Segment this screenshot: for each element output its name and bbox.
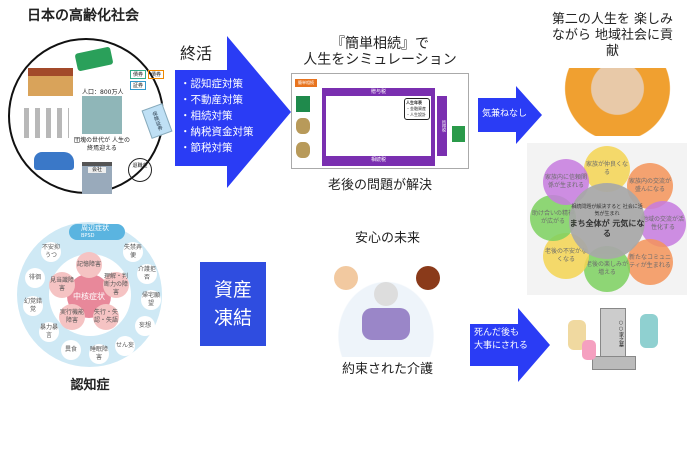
asset-freeze-box: 資産凍結: [200, 262, 266, 346]
shukatsu-item: ・相続対策: [180, 110, 233, 122]
inheritance-tax-label: 相続税: [370, 157, 386, 163]
bpsd-item: 妄想: [135, 316, 155, 336]
second-life-title: 第二の人生を 楽しみながら 地域社会に貢献: [551, 12, 674, 59]
dementia-title: 認知症: [70, 378, 110, 393]
bpsd-item: 徘徊: [25, 268, 45, 288]
bpsd-item: 幻覚錯覚: [23, 296, 43, 316]
elderly-group-illustration: [545, 68, 690, 136]
aging-society-circle: 債券 債券 証券 人口：800万人 団塊の世代が 人生の終焉迎える 会社 退職金: [8, 38, 165, 194]
company-label: 会社: [88, 167, 106, 173]
bpsd-item: せん妄: [115, 336, 135, 356]
tax-frame: 贈与税 人生年表・金融資産・人生設計 相続税: [322, 88, 435, 166]
bond-label: 債券: [130, 70, 147, 79]
shukatsu-item: ・不動産対策: [180, 94, 243, 106]
shukatsu-title: 終活: [180, 40, 224, 68]
arrow-kigane-label: 気兼ねなし: [482, 109, 528, 119]
insurance-label: 保険証券: [150, 110, 164, 132]
core-item: 実行機能障害: [59, 304, 85, 330]
core-item: 記憶障害: [76, 252, 102, 278]
population-caption: 団塊の世代が 人生の終焉迎える: [74, 137, 130, 152]
caregiving-illustration: [312, 252, 460, 357]
excel-icon: [296, 96, 310, 112]
company-building-illustration: 会社: [82, 162, 112, 194]
bpsd-item: 帰宅願望: [141, 290, 161, 310]
petal: 地域の交流が活性化する: [640, 201, 686, 247]
core-item: 失行・失認・失語: [93, 304, 119, 330]
bpsd-item: 介護拒否: [137, 264, 157, 284]
core-item: 見当識障害: [49, 272, 75, 298]
securities-label: 証券: [130, 81, 147, 90]
future-caption: 約束された介護: [341, 362, 433, 377]
arrow-after-death-label: 死んだ後も大事にされる: [474, 328, 528, 351]
arrow-after-death: [470, 308, 550, 382]
retirement-money-illustration: 退職金: [128, 158, 152, 182]
population-label: 人口：800万人: [82, 89, 124, 96]
sim-title-2: 人生をシミュレーション: [303, 52, 457, 68]
gift-tax-label: 贈与税: [370, 89, 386, 95]
bpsd-item: 暴力暴言: [39, 322, 59, 342]
watches-bags-illustration: [24, 108, 69, 138]
community-flower-diagram: 家族が仲良くなる 家族内の交流が盛んになる 地域の交流が活性化する 新たなコミュ…: [527, 143, 687, 295]
future-title: 安心の未来: [354, 231, 420, 246]
xls-file-icon: [452, 126, 465, 142]
car-illustration: [34, 152, 74, 170]
sim-title-1: 『簡単相続』で: [331, 36, 429, 52]
sim-logo: 簡単相続: [295, 79, 317, 87]
flower-center: 相続問題が解決すると 社会に活気が生まれ まち全体が 元気になる: [569, 183, 645, 259]
shukatsu-list: ・認知症対策 ・不動産対策 ・相続対策 ・納税資金対策 ・節税対策: [180, 76, 254, 156]
shukatsu-item: ・認知症対策: [180, 78, 243, 90]
database-icon: [296, 118, 310, 134]
core-item: 理解・判断力の障害: [103, 272, 129, 298]
society-title: 日本の高齢化社会: [27, 8, 139, 24]
shukatsu-item: ・節税対策: [180, 142, 233, 154]
bond-labels: 債券 債券 証券: [130, 70, 170, 90]
grave-visit-illustration: ○○家之墓: [552, 300, 692, 375]
bpsd-item: 睡眠障害: [89, 344, 109, 364]
grave-stone: ○○家之墓: [600, 308, 626, 358]
bpsd-item: 不安抑うつ: [41, 242, 61, 262]
bond-label: 債券: [148, 70, 165, 79]
life-plan-box: 人生年表・金融資産・人生設計: [404, 98, 430, 120]
shukatsu-item: ・納税資金対策: [180, 126, 254, 138]
income-tax-label: 所得税: [437, 96, 447, 156]
simulation-diagram: 簡単相続 贈与税 人生年表・金融資産・人生設計 相続税 所得税: [291, 73, 469, 169]
database-icon: [296, 142, 310, 158]
worried-elder-illustration: [82, 96, 122, 134]
shukatsu-arrow: [175, 36, 291, 188]
sim-result: 老後の問題が解決: [327, 178, 432, 193]
arrow-kigane: [478, 86, 542, 144]
bpsd-item: 異食: [61, 340, 81, 360]
bpsd-item: 失禁弄便: [123, 242, 143, 262]
house-illustration: [28, 68, 73, 96]
credit-card-illustration: [74, 46, 114, 72]
